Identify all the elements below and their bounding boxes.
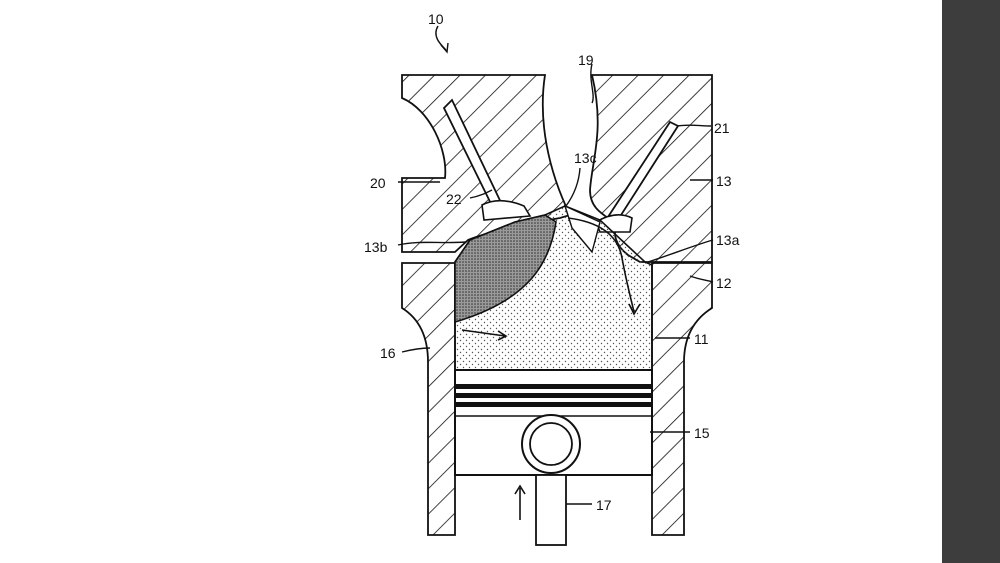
label-11: 11 [694, 331, 709, 347]
label-13c: 13c [574, 150, 597, 166]
combustion-chamber [454, 204, 653, 371]
leader-lines [397, 25, 714, 505]
label-12: 12 [716, 275, 732, 291]
label-10: 10 [428, 11, 444, 27]
label-20: 20 [370, 175, 386, 191]
label-16: 16 [380, 345, 396, 361]
label-22: 22 [446, 191, 462, 207]
label-21: 21 [714, 120, 730, 136]
dark-side-panel [942, 0, 1000, 563]
piston [454, 369, 653, 476]
intake-valve [442, 98, 532, 221]
reference-labels: 10 19 21 13 13c 20 22 13b 13a 12 11 16 1… [364, 11, 740, 513]
cylinder-block [401, 262, 713, 536]
label-17: 17 [596, 497, 612, 513]
label-13: 13 [716, 173, 732, 189]
connecting-rod [514, 474, 567, 546]
label-13b: 13b [364, 239, 388, 255]
label-15: 15 [694, 425, 710, 441]
flow-arrows [461, 217, 641, 341]
label-13a: 13a [716, 232, 740, 248]
label-19: 19 [578, 52, 594, 68]
